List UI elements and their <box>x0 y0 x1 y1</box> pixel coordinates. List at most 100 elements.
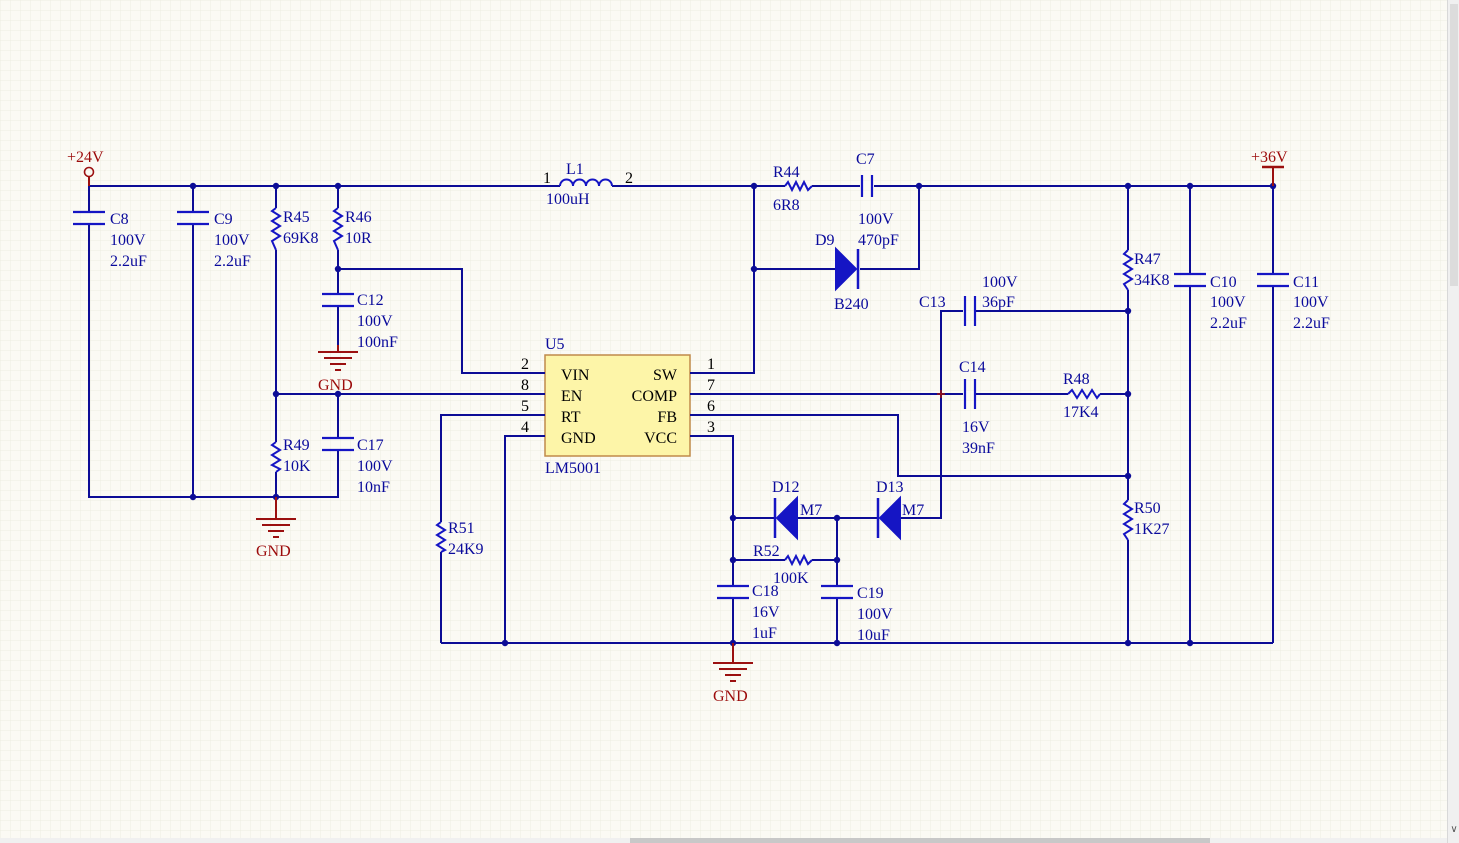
wire-junction-dot <box>272 390 280 398</box>
wire-junction-dot <box>729 556 737 564</box>
c11-ref: C11 <box>1293 274 1319 291</box>
wire-junction-dot <box>1124 639 1132 647</box>
diode-d12[interactable] <box>773 495 798 541</box>
gnd-label-left: GND <box>256 543 291 560</box>
capacitor-c9[interactable] <box>177 210 209 226</box>
r52-ref: R52 <box>753 543 780 560</box>
capacitor-c19[interactable] <box>821 584 853 600</box>
r48-value: 17K4 <box>1063 404 1099 421</box>
wire-junction-dot <box>1124 390 1132 398</box>
wire-junction-dot <box>1124 182 1132 190</box>
capacitor-c7[interactable] <box>860 175 874 197</box>
c19-value: 10uF <box>857 627 890 644</box>
d12-value: M7 <box>800 502 822 519</box>
gnd-label-bottom: GND <box>713 688 748 705</box>
wire-junction-dot <box>1186 182 1194 190</box>
r48-ref: R48 <box>1063 371 1090 388</box>
capacitor-c8[interactable] <box>73 210 105 226</box>
wire-junction-dot <box>1186 639 1194 647</box>
d13-ref: D13 <box>876 479 904 496</box>
c18-value: 1uF <box>752 625 777 642</box>
ic-u5[interactable]: U5 LM5001 2 8 5 4 VIN EN RT GND 1 7 6 3 … <box>515 336 720 477</box>
c10-value: 2.2uF <box>1210 315 1247 332</box>
c8-value: 2.2uF <box>110 253 147 270</box>
capacitor-c18[interactable] <box>717 584 749 600</box>
c17-voltage: 100V <box>357 458 393 475</box>
gnd-symbol-mid[interactable]: GND <box>318 345 358 394</box>
c9-voltage: 100V <box>214 232 250 249</box>
scroll-down-arrow-icon[interactable]: ∨ <box>1450 824 1458 835</box>
capacitor-c11[interactable] <box>1257 272 1289 288</box>
capacitor-c12[interactable] <box>322 292 354 308</box>
gnd-symbol-left[interactable]: GND <box>256 497 296 560</box>
wire-junction-dot <box>334 182 342 190</box>
capacitor-c14[interactable] <box>963 379 977 409</box>
power-label-36v: +36V <box>1251 149 1288 166</box>
r44-ref: R44 <box>773 164 800 181</box>
diode-d13[interactable] <box>876 495 901 541</box>
wire-junction-dot <box>750 265 758 273</box>
wire-junction-dot <box>189 493 197 501</box>
ic-pin-name: VCC <box>644 430 677 447</box>
c10-voltage: 100V <box>1210 294 1246 311</box>
resistor-r52[interactable] <box>784 553 813 567</box>
c14-value: 39nF <box>962 440 995 457</box>
horizontal-scrollbar[interactable] <box>0 838 1447 843</box>
ic-pin-name: GND <box>561 430 596 447</box>
capacitor-c10[interactable] <box>1174 272 1206 288</box>
c8-voltage: 100V <box>110 232 146 249</box>
inductor-l1[interactable]: L1 100uH 1 2 <box>543 161 633 208</box>
r47-ref: R47 <box>1134 251 1161 268</box>
r47-value: 34K8 <box>1134 272 1170 289</box>
power-port-24v[interactable]: +24V <box>67 149 104 186</box>
ic-pin-number: 2 <box>521 356 529 373</box>
c18-voltage: 16V <box>752 604 780 621</box>
ic-body <box>544 354 691 457</box>
wire-junction-dot <box>915 182 923 190</box>
capacitor-c13[interactable] <box>963 296 977 326</box>
ic-pin-number: 5 <box>521 398 529 415</box>
resistor-r46[interactable] <box>332 207 344 251</box>
r45-ref: R45 <box>283 209 310 226</box>
wire-junction-dot <box>189 182 197 190</box>
ic-designator: U5 <box>545 336 565 353</box>
wire-junction-dot <box>334 265 342 273</box>
c14-ref: C14 <box>959 359 986 376</box>
ic-pin-number: 4 <box>521 419 529 436</box>
resistor-r48[interactable] <box>1067 388 1101 400</box>
c11-voltage: 100V <box>1293 294 1329 311</box>
c12-ref: C12 <box>357 292 384 309</box>
vertical-scroll-thumb[interactable] <box>1450 4 1458 286</box>
vertical-scrollbar[interactable]: ∨ <box>1447 0 1459 843</box>
d13-value: M7 <box>902 502 924 519</box>
r46-ref: R46 <box>345 209 372 226</box>
resistor-r44[interactable] <box>784 179 813 193</box>
r49-value: 10K <box>283 458 311 475</box>
resistor-r50[interactable] <box>1122 499 1134 541</box>
horizontal-scroll-thumb[interactable] <box>630 838 1210 843</box>
capacitor-c17[interactable] <box>322 436 354 452</box>
r51-ref: R51 <box>448 520 475 537</box>
inductor-value: 100uH <box>546 191 590 208</box>
ic-pin-name: SW <box>653 367 678 384</box>
c7-ref: C7 <box>856 151 875 168</box>
resistor-r47[interactable] <box>1122 249 1134 291</box>
c7-value: 470pF <box>858 232 899 249</box>
d9-ref: D9 <box>815 232 835 249</box>
gnd-symbol-bottom[interactable]: GND <box>713 643 753 705</box>
c11-value: 2.2uF <box>1293 315 1330 332</box>
c9-value: 2.2uF <box>214 253 251 270</box>
resistor-r49[interactable] <box>269 441 282 473</box>
diode-d9[interactable] <box>835 246 860 292</box>
resistor-r51[interactable] <box>435 521 448 553</box>
inductor-pin1: 1 <box>543 170 551 187</box>
r51-value: 24K9 <box>448 541 484 558</box>
c18-ref: C18 <box>752 583 779 600</box>
c14-voltage: 16V <box>962 419 990 436</box>
ic-pin-name: RT <box>561 409 581 426</box>
resistor-r45[interactable] <box>270 207 282 251</box>
power-port-36v[interactable]: +36V <box>1251 149 1288 186</box>
r45-value: 69K8 <box>283 230 319 247</box>
